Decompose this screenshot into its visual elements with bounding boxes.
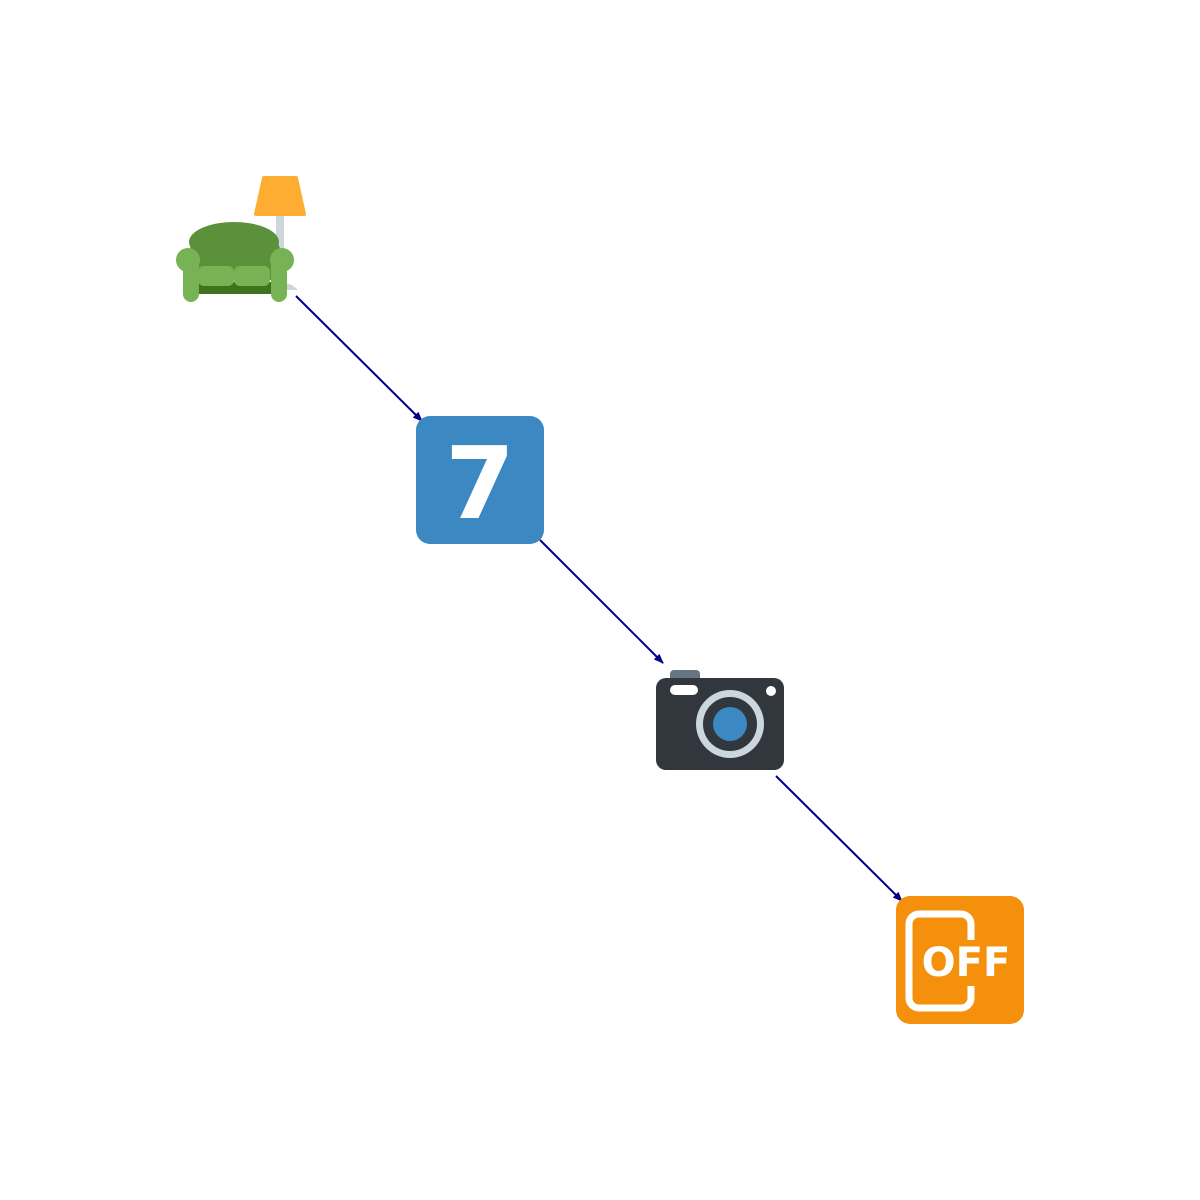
mobile-phone-off-icon: OFF (894, 894, 1026, 1026)
keycap-digit-seven-icon: 7 (414, 414, 546, 546)
keycap-label: 7 (445, 425, 515, 542)
edge-camera-to-off (775, 775, 903, 902)
edge-couch-to-seven (295, 295, 423, 422)
edge-seven-to-camera (539, 539, 664, 664)
couch-and-lamp-icon (170, 170, 310, 310)
camera-icon (650, 660, 790, 780)
off-label: OFF (922, 940, 1011, 986)
